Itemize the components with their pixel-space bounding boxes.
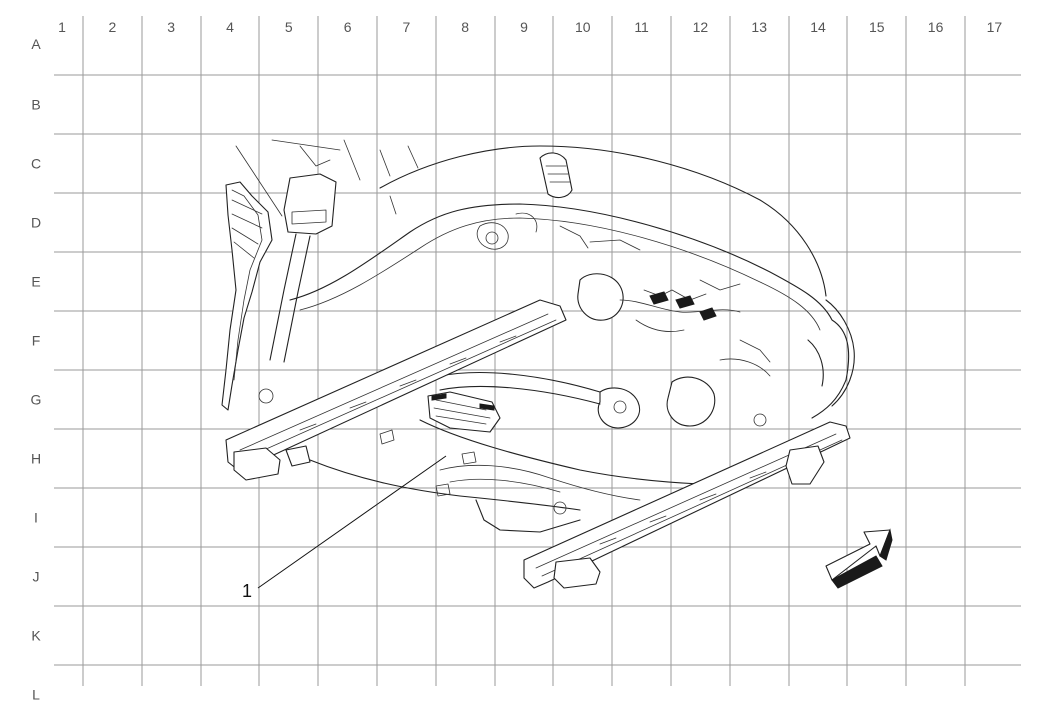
column-label: 15 bbox=[869, 19, 885, 35]
column-label: 8 bbox=[461, 19, 469, 35]
column-label: 13 bbox=[751, 19, 767, 35]
row-labels: A B C D E F G H I J K L bbox=[31, 36, 42, 703]
pivot-bolt-3 bbox=[753, 413, 767, 427]
seat-back-inner bbox=[231, 189, 263, 381]
pivot-bolt-2 bbox=[485, 231, 499, 245]
left-seat-track bbox=[225, 299, 567, 471]
row-label: K bbox=[31, 628, 41, 644]
side-trim-right bbox=[807, 299, 855, 407]
row-label: E bbox=[31, 274, 40, 290]
row-label: C bbox=[31, 156, 41, 172]
seat-back-hatch-1 bbox=[231, 199, 263, 259]
row-label: L bbox=[32, 687, 40, 703]
column-label: 17 bbox=[987, 19, 1003, 35]
column-label: 6 bbox=[344, 19, 352, 35]
column-label: 1 bbox=[58, 19, 66, 35]
callout-leader-1 bbox=[257, 455, 447, 589]
left-track-bracket bbox=[285, 445, 311, 467]
misc-details bbox=[379, 339, 771, 497]
column-label: 14 bbox=[810, 19, 826, 35]
right-seat-track bbox=[523, 421, 851, 589]
motor-housing-1 bbox=[577, 273, 624, 321]
lumbar-tray-dark bbox=[431, 393, 495, 411]
seat-base-pan bbox=[439, 464, 641, 501]
left-track-foot bbox=[233, 447, 281, 481]
row-label: J bbox=[33, 569, 40, 585]
pivot-bolt-4 bbox=[553, 501, 567, 515]
cushion-pad bbox=[539, 152, 573, 199]
column-label: 4 bbox=[226, 19, 234, 35]
row-label: H bbox=[31, 451, 41, 467]
row-label: D bbox=[31, 215, 41, 231]
seat-assembly-illustration bbox=[221, 139, 855, 589]
seat-base-lower bbox=[309, 459, 581, 533]
motor-housing-2-hub bbox=[613, 400, 627, 414]
belt-buckle-slot bbox=[291, 209, 327, 225]
column-label: 7 bbox=[403, 19, 411, 35]
row-label: A bbox=[31, 36, 41, 52]
column-label: 5 bbox=[285, 19, 293, 35]
column-label: 16 bbox=[928, 19, 944, 35]
column-label: 9 bbox=[520, 19, 528, 35]
column-label: 2 bbox=[109, 19, 117, 35]
seat-shell-top bbox=[379, 145, 827, 297]
belt-buckle-stalk bbox=[269, 233, 311, 363]
row-label: G bbox=[31, 392, 42, 408]
left-seat-track-inner bbox=[239, 313, 557, 459]
column-label: 11 bbox=[634, 19, 649, 35]
connector-block bbox=[649, 291, 717, 321]
row-label: F bbox=[32, 333, 41, 349]
column-label: 3 bbox=[167, 19, 175, 35]
pivot-bolt-1 bbox=[258, 388, 274, 404]
row-label: B bbox=[31, 97, 40, 113]
row-label: I bbox=[34, 510, 38, 526]
belt-buckle bbox=[283, 173, 337, 235]
seat-back-frame bbox=[221, 181, 273, 411]
column-label: 10 bbox=[575, 19, 591, 35]
seat-shell-inner bbox=[299, 217, 821, 331]
cross-member-front bbox=[439, 371, 601, 405]
seat-back-top-fragments bbox=[235, 139, 419, 217]
right-seat-track-slots bbox=[599, 449, 817, 545]
right-track-foot bbox=[553, 557, 601, 589]
wiring-harness bbox=[619, 279, 741, 332]
recliner-mechanism bbox=[476, 212, 641, 251]
lumbar-tray-ribs bbox=[433, 399, 491, 425]
cross-member-rear bbox=[419, 419, 701, 485]
motor-housing-3 bbox=[666, 376, 716, 427]
right-track-rear-foot bbox=[785, 445, 825, 485]
callout-label-1: 1 bbox=[242, 581, 252, 601]
left-seat-track-slots bbox=[299, 335, 517, 431]
column-label: 12 bbox=[693, 19, 709, 35]
cushion-pad-lines bbox=[545, 165, 571, 183]
motor-housing-2 bbox=[597, 387, 640, 429]
forward-direction-arrow bbox=[825, 528, 893, 589]
arrow-icon-shadow bbox=[831, 528, 893, 589]
seat-shell-edge bbox=[289, 203, 850, 419]
